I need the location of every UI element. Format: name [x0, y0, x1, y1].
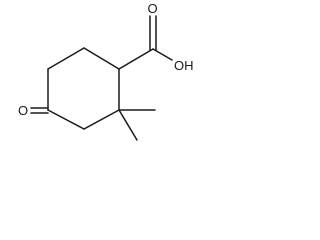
- carboxyl-c-oh-bond: [152, 48, 173, 61]
- ring-bond-c3-c4: [47, 109, 85, 130]
- bond-ring-to-carboxyl: [118, 48, 154, 70]
- ring-bond-c5-c6: [47, 47, 85, 70]
- ketone-oxygen-label: O: [18, 103, 28, 118]
- ring-bond-c6-c1: [83, 47, 120, 70]
- molecule-structure: O OH O: [18, 1, 194, 141]
- hydroxyl-label: OH: [174, 58, 194, 73]
- methyl-bond-b: [118, 109, 138, 141]
- carboxyl-oxygen-label: O: [148, 1, 158, 16]
- ring-bond-c2-c3: [83, 109, 120, 130]
